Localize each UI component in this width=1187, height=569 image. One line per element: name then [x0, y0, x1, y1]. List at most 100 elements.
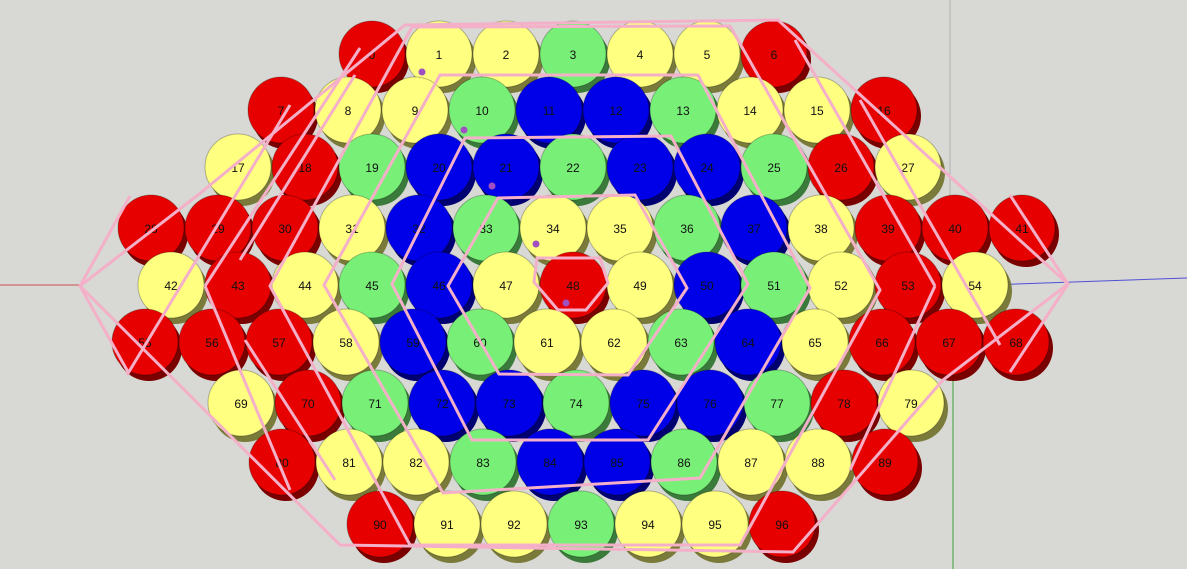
cylinder-label: 95	[708, 518, 722, 532]
cylinder-80[interactable]: 80	[248, 428, 316, 496]
cylinder-33[interactable]: 33	[452, 194, 520, 262]
cylinder-24[interactable]: 24	[673, 133, 741, 201]
cylinder-label: 46	[432, 279, 446, 293]
cylinder-69[interactable]: 69	[207, 369, 275, 437]
cylinder-83[interactable]: 83	[449, 428, 517, 496]
cylinder-label: 91	[440, 518, 454, 532]
cylinder-51[interactable]: 51	[740, 251, 808, 319]
cylinder-14[interactable]: 14	[716, 76, 784, 144]
cylinder-94[interactable]: 94	[614, 490, 682, 558]
cylinder-label: 77	[770, 397, 784, 411]
cylinder-20[interactable]: 20	[405, 133, 473, 201]
cylinder-2[interactable]: 2	[472, 20, 540, 88]
marker-dot	[418, 68, 426, 76]
cylinder-59[interactable]: 59	[379, 308, 447, 376]
cylinder-top	[647, 308, 715, 376]
cylinder-top	[405, 133, 473, 201]
cylinder-45[interactable]: 45	[338, 251, 406, 319]
cylinder-66[interactable]: 66	[848, 308, 916, 376]
cylinder-26[interactable]: 26	[807, 133, 875, 201]
cylinder-58[interactable]: 58	[312, 308, 380, 376]
cylinder-19[interactable]: 19	[338, 133, 406, 201]
cylinder-16[interactable]: 16	[850, 76, 918, 144]
cylinder-77[interactable]: 77	[743, 369, 811, 437]
cylinder-7[interactable]: 7	[247, 76, 315, 144]
cylinder-54[interactable]: 54	[941, 251, 1009, 319]
cylinder-96[interactable]: 96	[748, 490, 816, 558]
cylinder-62[interactable]: 62	[580, 308, 648, 376]
cylinder-21[interactable]: 21	[472, 133, 540, 201]
cylinder-35[interactable]: 35	[586, 194, 654, 262]
cylinder-13[interactable]: 13	[649, 76, 717, 144]
cylinder-31[interactable]: 31	[318, 194, 386, 262]
cylinder-75[interactable]: 75	[609, 369, 677, 437]
guide-line-right-e	[1008, 283, 1070, 373]
cylinder-73[interactable]: 73	[475, 369, 543, 437]
cylinder-53[interactable]: 53	[874, 251, 942, 319]
cylinder-88[interactable]: 88	[784, 428, 852, 496]
cylinder-22[interactable]: 22	[539, 133, 607, 201]
cylinder-84[interactable]: 84	[516, 428, 584, 496]
cylinder-34[interactable]: 34	[519, 194, 587, 262]
cylinder-67[interactable]: 67	[915, 308, 983, 376]
cylinder-65[interactable]: 65	[781, 308, 849, 376]
cylinder-label: 64	[741, 336, 755, 350]
cylinder-label: 14	[743, 104, 757, 118]
cylinder-9[interactable]: 9	[381, 76, 449, 144]
cylinder-74[interactable]: 74	[542, 369, 610, 437]
cylinder-56[interactable]: 56	[178, 308, 246, 376]
cylinder-79[interactable]: 79	[877, 369, 945, 437]
cylinder-36[interactable]: 36	[653, 194, 721, 262]
cylinder-23[interactable]: 23	[606, 133, 674, 201]
cylinder-89[interactable]: 89	[851, 428, 919, 496]
cylinder-68[interactable]: 68	[982, 308, 1050, 376]
cylinder-91[interactable]: 91	[413, 490, 481, 558]
cylinder-15[interactable]: 15	[783, 76, 851, 144]
cylinder-label: 72	[435, 397, 449, 411]
cylinder-label: 8	[345, 104, 352, 118]
cylinder-81[interactable]: 81	[315, 428, 383, 496]
cylinder-86[interactable]: 86	[650, 428, 718, 496]
cylinder-64[interactable]: 64	[714, 308, 782, 376]
cylinder-52[interactable]: 52	[807, 251, 875, 319]
cylinder-48[interactable]: 48	[539, 251, 607, 319]
guide-line-left-b	[203, 285, 292, 491]
cylinder-3[interactable]: 3	[539, 20, 607, 88]
cylinder-top	[748, 490, 816, 558]
cylinder-85[interactable]: 85	[583, 428, 651, 496]
cylinder-label: 88	[811, 456, 825, 470]
cylinder-10[interactable]: 10	[448, 76, 516, 144]
cylinder-top	[606, 133, 674, 201]
cylinder-92[interactable]: 92	[480, 490, 548, 558]
cylinder-78[interactable]: 78	[810, 369, 878, 437]
cylinder-47[interactable]: 47	[472, 251, 540, 319]
cylinder-11[interactable]: 11	[515, 76, 583, 144]
cylinder-82[interactable]: 82	[382, 428, 450, 496]
cylinder-50[interactable]: 50	[673, 251, 741, 319]
cylinder-28[interactable]: 28	[117, 194, 185, 262]
cylinder-label: 26	[834, 161, 848, 175]
cylinder-55[interactable]: 55	[111, 308, 179, 376]
cylinder-41[interactable]: 41	[988, 194, 1056, 262]
cylinder-93[interactable]: 93	[547, 490, 615, 558]
cylinder-87[interactable]: 87	[717, 428, 785, 496]
cylinder-90[interactable]: 90	[346, 490, 414, 558]
cylinder-95[interactable]: 95	[681, 490, 749, 558]
cylinder-25[interactable]: 25	[740, 133, 808, 201]
cylinder-label: 44	[298, 279, 312, 293]
cylinder-49[interactable]: 49	[606, 251, 674, 319]
cylinder-label: 42	[164, 279, 178, 293]
cylinder-12[interactable]: 12	[582, 76, 650, 144]
cylinder-63[interactable]: 63	[647, 308, 715, 376]
cylinder-44[interactable]: 44	[271, 251, 339, 319]
cylinder-61[interactable]: 61	[513, 308, 581, 376]
cylinder-71[interactable]: 71	[341, 369, 409, 437]
cylinder-label: 76	[703, 397, 717, 411]
cylinder-40[interactable]: 40	[921, 194, 989, 262]
cylinder-57[interactable]: 57	[245, 308, 313, 376]
cylinder-72[interactable]: 72	[408, 369, 476, 437]
cylinder-30[interactable]: 30	[251, 194, 319, 262]
cylinder-label: 10	[475, 104, 489, 118]
cylinder-label: 75	[636, 397, 650, 411]
